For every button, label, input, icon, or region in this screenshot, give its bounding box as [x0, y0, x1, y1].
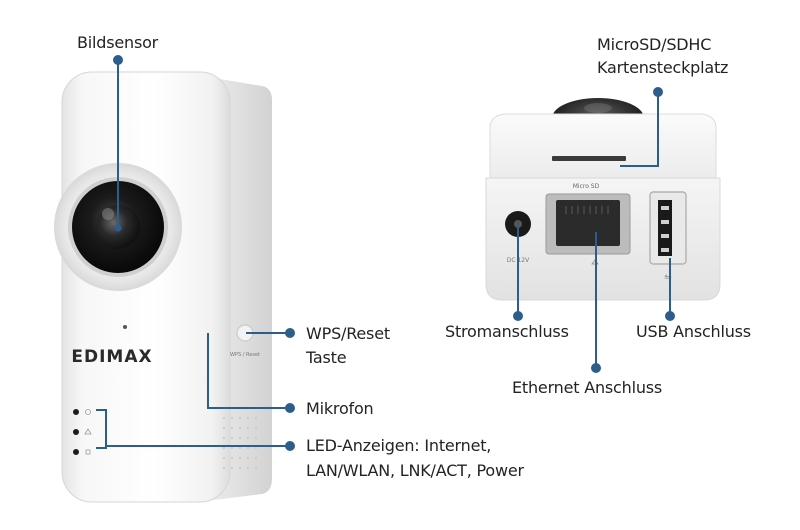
led-3 — [73, 449, 79, 455]
label-usb-anschluss: USB Anschluss — [636, 322, 751, 341]
callout-line-mikrofon — [207, 333, 290, 409]
led-network-icon — [84, 428, 92, 435]
wps-small-label: WPS / Reset — [230, 352, 260, 358]
led-2 — [73, 429, 79, 435]
brand-logo: EDIMAX — [71, 347, 152, 367]
callout-lines — [96, 60, 671, 449]
label-wps-line2: Taste — [306, 348, 347, 367]
usb-port-tongue — [658, 200, 672, 256]
callout-dot — [665, 311, 675, 321]
led-1 — [73, 409, 79, 415]
ethernet-pins — [565, 206, 609, 214]
callout-dot — [513, 311, 523, 321]
label-microsd-line1: MicroSD/SDHC — [597, 35, 712, 54]
callout-dot — [591, 363, 601, 373]
callout-dot — [285, 441, 295, 451]
callout-dot — [653, 87, 663, 97]
rear-top-shell — [489, 113, 717, 179]
dc-jack-pin — [514, 220, 522, 228]
micro-sd-label: Micro SD — [573, 183, 600, 190]
callout-dot — [285, 403, 295, 413]
sd-card-slot — [552, 156, 626, 161]
lens-dome-highlight — [584, 103, 612, 113]
camera-rear: DC 12V Micro SD ⇋ — [485, 98, 721, 301]
callout-dot — [113, 55, 123, 65]
led-power-icon — [85, 409, 91, 415]
label-led-line2: LAN/WLAN, LNK/ACT, Power — [306, 461, 524, 480]
label-microsd-line2: Kartensteckplatz — [597, 58, 729, 77]
led-indicators — [73, 409, 92, 455]
label-ethernet-anschluss: Ethernet Anschluss — [512, 378, 663, 397]
camera-body — [61, 71, 231, 503]
camera-front: WPS / Reset EDIMAX — [54, 71, 272, 503]
usb-symbol-icon: ⇋ — [664, 273, 672, 283]
lens-highlight — [102, 208, 114, 220]
callout-dots — [113, 55, 675, 451]
label-led-line1: LED-Anzeigen: Internet, — [306, 436, 492, 455]
label-stromanschluss: Stromanschluss — [445, 322, 569, 341]
label-mikrofon: Mikrofon — [306, 399, 374, 418]
callout-line-led — [96, 409, 107, 449]
callout-dot — [114, 224, 122, 232]
label-wps-line1: WPS/Reset — [306, 324, 390, 343]
callout-dot — [285, 328, 295, 338]
callout-line-sd — [620, 92, 659, 167]
side-vents — [222, 416, 258, 470]
led-link-icon — [85, 449, 91, 455]
usb-contacts — [661, 206, 669, 252]
label-bildsensor: Bildsensor — [77, 33, 159, 52]
microphone-hole — [123, 325, 127, 329]
